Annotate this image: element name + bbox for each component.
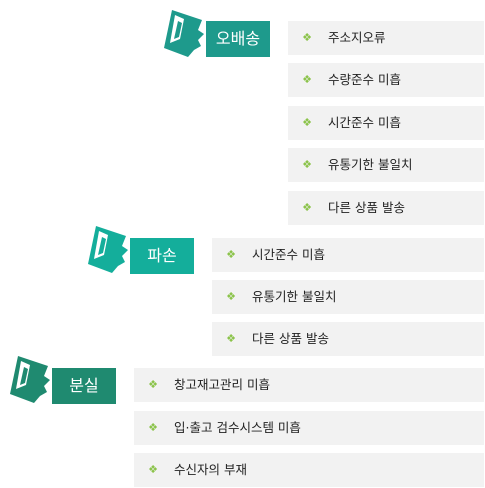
list-item: ❖ 시간준수 미흡 <box>288 106 484 140</box>
speaking-head-icon <box>88 226 128 273</box>
diamond-bullet-icon: ❖ <box>226 248 236 261</box>
diamond-bullet-icon: ❖ <box>302 158 312 171</box>
diamond-bullet-icon: ❖ <box>302 116 312 129</box>
group-label-damage: 파손 <box>130 238 194 274</box>
diamond-bullet-icon: ❖ <box>148 421 158 434</box>
list-item: ❖ 유통기한 불일치 <box>288 148 484 182</box>
list-item: ❖ 주소지오류 <box>288 21 484 55</box>
list-item: ❖ 유통기한 불일치 <box>212 280 484 314</box>
list-item: ❖ 시간준수 미흡 <box>212 238 484 272</box>
diamond-bullet-icon: ❖ <box>302 31 312 44</box>
list-item: ❖ 입·출고 검수시스템 미흡 <box>134 411 484 445</box>
group-label-misdelivery: 오배송 <box>206 21 270 57</box>
diamond-bullet-icon: ❖ <box>226 332 236 345</box>
diamond-bullet-icon: ❖ <box>148 378 158 391</box>
list-item: ❖ 수신자의 부재 <box>134 453 484 487</box>
diamond-bullet-icon: ❖ <box>148 463 158 476</box>
diamond-bullet-icon: ❖ <box>226 290 236 303</box>
speaking-head-icon <box>164 10 204 57</box>
group-label-loss: 분실 <box>52 368 116 404</box>
speaking-head-icon <box>10 356 50 403</box>
diamond-bullet-icon: ❖ <box>302 201 312 214</box>
list-item: ❖ 다른 상품 발송 <box>288 191 484 225</box>
list-item: ❖ 창고재고관리 미흡 <box>134 368 484 402</box>
list-item: ❖ 다른 상품 발송 <box>212 322 484 356</box>
diamond-bullet-icon: ❖ <box>302 73 312 86</box>
list-item: ❖ 수량준수 미흡 <box>288 63 484 97</box>
